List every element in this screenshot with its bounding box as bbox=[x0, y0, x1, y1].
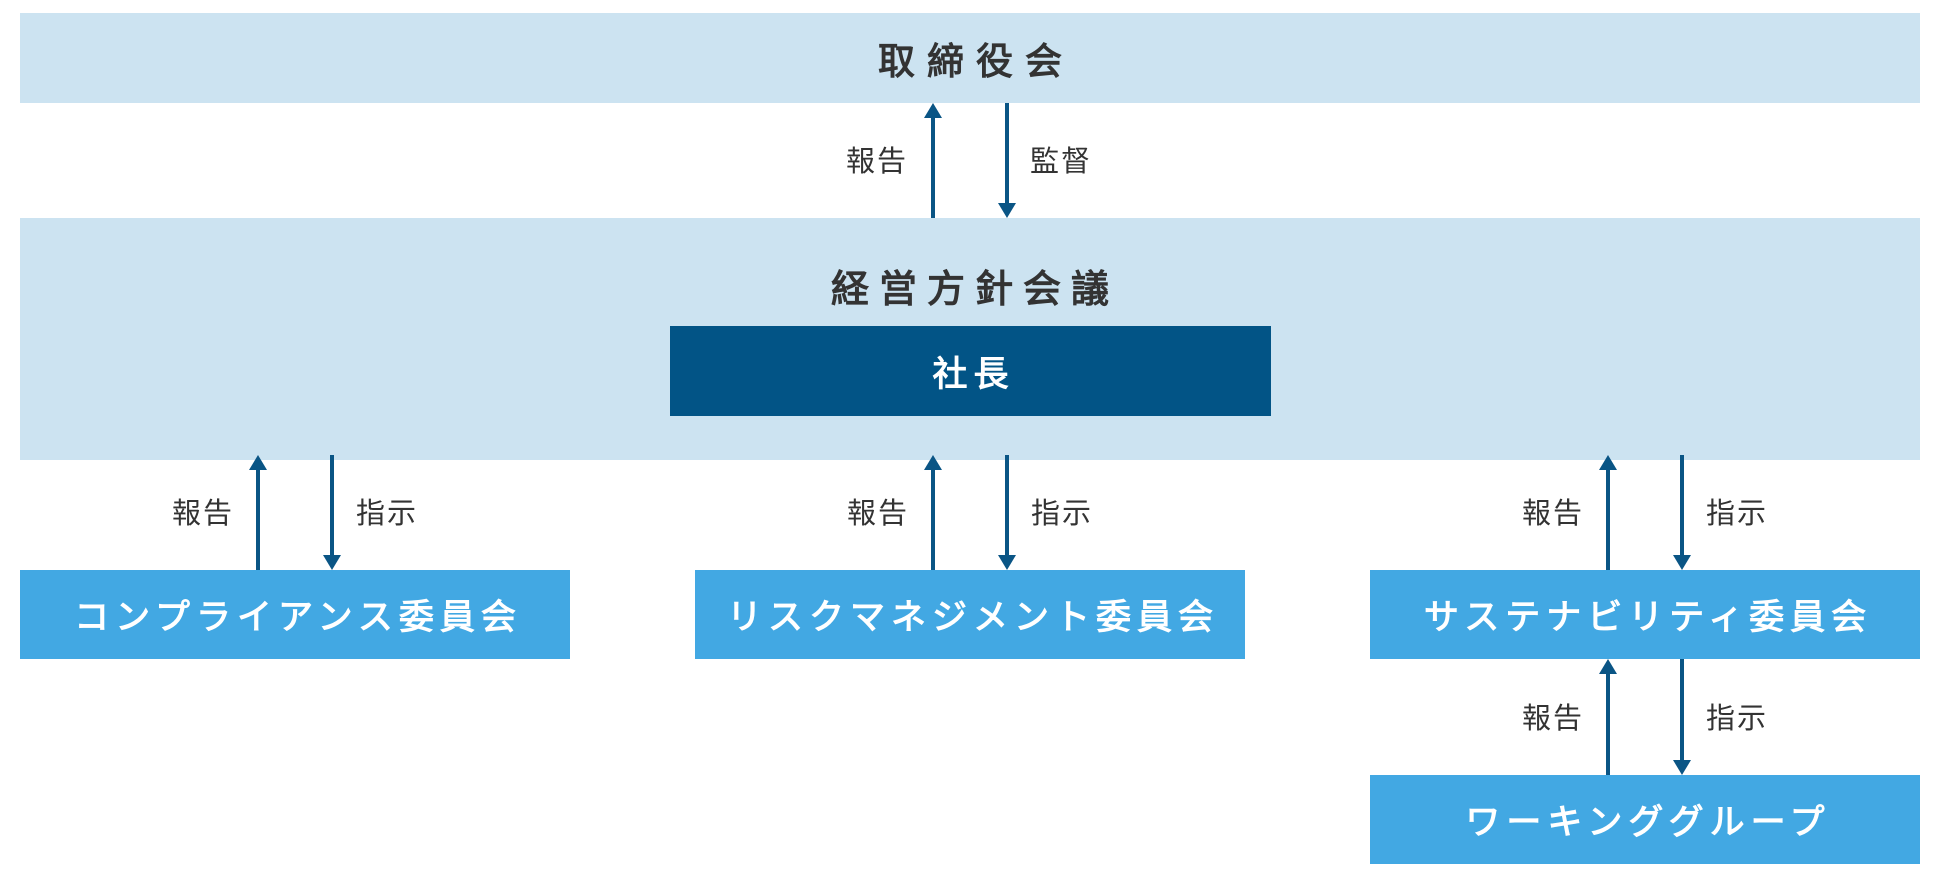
president-label: 社長 bbox=[932, 354, 1015, 395]
president-box: 社長 bbox=[670, 326, 1271, 416]
management-meeting-label: 経営方針会議 bbox=[830, 267, 1119, 311]
working-group-box: ワーキンググループ bbox=[1370, 775, 1920, 864]
report-label-board: 報告 bbox=[846, 144, 909, 178]
board-of-directors-label: 取締役会 bbox=[878, 40, 1074, 83]
report-label-sustainability: 報告 bbox=[1522, 496, 1585, 530]
instruct-label-risk: 指示 bbox=[1031, 496, 1094, 530]
sustainability-committee-box: サステナビリティ委員会 bbox=[1370, 570, 1920, 659]
arrow-up-icon bbox=[1599, 455, 1617, 570]
instruct-label-sustainability: 指示 bbox=[1706, 496, 1769, 530]
board-of-directors-box: 取締役会 bbox=[20, 13, 1920, 103]
instruct-label-compliance: 指示 bbox=[356, 496, 419, 530]
arrow-up-icon bbox=[1599, 659, 1617, 775]
working-group-label: ワーキンググループ bbox=[1465, 803, 1831, 843]
arrow-down-icon bbox=[998, 455, 1016, 570]
sustainability-committee-label: サステナビリティ委員会 bbox=[1423, 598, 1873, 638]
arrow-down-icon bbox=[1673, 659, 1691, 775]
arrow-down-icon bbox=[998, 103, 1016, 218]
risk-management-committee-box: リスクマネジメント委員会 bbox=[695, 570, 1245, 659]
compliance-committee-box: コンプライアンス委員会 bbox=[20, 570, 570, 659]
arrow-up-icon bbox=[924, 103, 942, 218]
risk-management-committee-label: リスクマネジメント委員会 bbox=[726, 598, 1219, 638]
arrow-down-icon bbox=[1673, 455, 1691, 570]
supervise-label: 監督 bbox=[1030, 144, 1093, 178]
report-label-compliance: 報告 bbox=[172, 496, 235, 530]
arrow-down-icon bbox=[323, 455, 341, 570]
report-label-working-group: 報告 bbox=[1522, 701, 1585, 735]
report-label-risk: 報告 bbox=[847, 496, 910, 530]
compliance-committee-label: コンプライアンス委員会 bbox=[74, 598, 522, 638]
arrow-up-icon bbox=[924, 455, 942, 570]
arrow-up-icon bbox=[249, 455, 267, 570]
instruct-label-working-group: 指示 bbox=[1706, 701, 1769, 735]
